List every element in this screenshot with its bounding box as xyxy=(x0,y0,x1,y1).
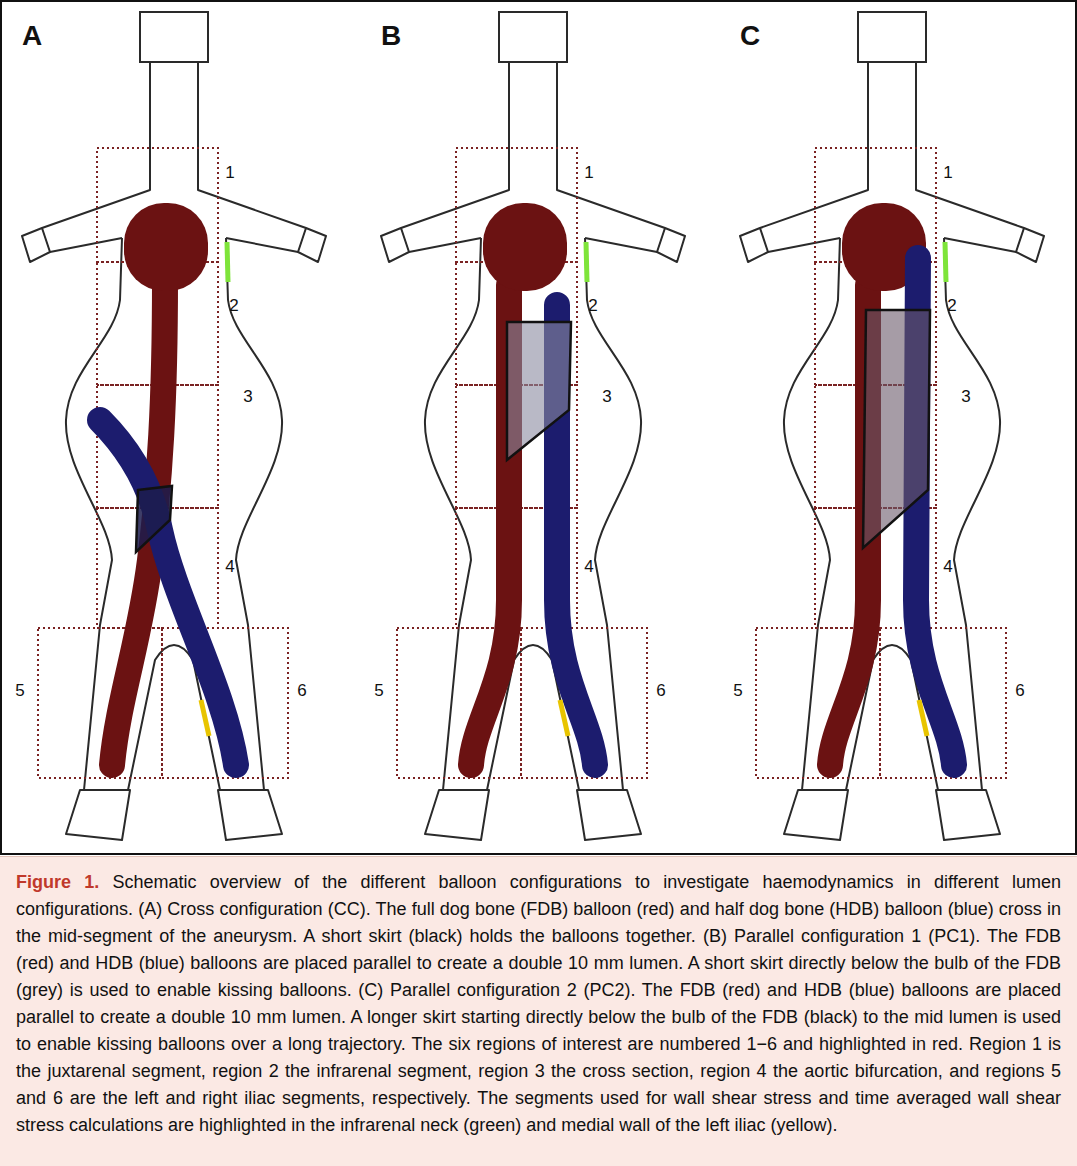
vessel-wall xyxy=(50,238,122,252)
vessel-wall xyxy=(557,62,665,228)
region-number: 2 xyxy=(947,297,956,314)
vessel-wall xyxy=(425,238,481,790)
renal-end-box xyxy=(22,228,50,262)
iliac-end-box xyxy=(218,790,282,840)
iliac-end-box xyxy=(66,790,130,840)
figure-frame xyxy=(1,1,1076,854)
vessel-wall xyxy=(226,238,298,252)
region-number: 3 xyxy=(961,388,970,405)
region-number: 6 xyxy=(1015,682,1024,699)
vessel-wall xyxy=(198,62,306,228)
region-number: 4 xyxy=(584,558,593,575)
caption-text: Figure 1. Schematic overview of the diff… xyxy=(16,869,1061,1139)
spacer xyxy=(99,872,112,892)
renal-end-box xyxy=(1016,228,1044,262)
region-number: 4 xyxy=(225,558,234,575)
vessel-wall xyxy=(585,238,657,252)
panel-illustration xyxy=(22,12,326,840)
vessel-wall xyxy=(42,62,150,228)
iliac-medial-wall-segment xyxy=(201,700,209,736)
skirt xyxy=(136,486,172,552)
iliac-medial-wall-segment xyxy=(560,700,568,736)
infrarenal-neck-segment xyxy=(945,242,946,282)
caption-box: Figure 1. Schematic overview of the diff… xyxy=(0,856,1077,1166)
iliac-end-box xyxy=(425,790,489,840)
region-number: 6 xyxy=(297,682,306,699)
region-number: 1 xyxy=(225,164,234,181)
region-number: 2 xyxy=(229,297,238,314)
caption-body: Schematic overview of the different ball… xyxy=(16,872,1061,1135)
iliac-end-box xyxy=(784,790,848,840)
skirt xyxy=(507,322,571,460)
iliac-medial-wall-segment xyxy=(919,700,927,736)
region-number: 2 xyxy=(588,297,597,314)
region-number: 3 xyxy=(243,388,252,405)
fdb-balloon xyxy=(471,285,509,765)
renal-end-box xyxy=(657,228,685,262)
panel-letter: B xyxy=(381,22,401,50)
region-number: 5 xyxy=(374,682,383,699)
renal-end-box xyxy=(740,228,768,262)
panel-letter: C xyxy=(740,22,760,50)
fdb-bulb xyxy=(483,203,567,291)
panel-illustration xyxy=(740,12,1044,840)
region-number: 3 xyxy=(602,388,611,405)
region-number: 5 xyxy=(733,682,742,699)
region-number: 6 xyxy=(656,682,665,699)
renal-end-box xyxy=(298,228,326,262)
region-number: 1 xyxy=(584,164,593,181)
vessel-wall xyxy=(585,238,641,790)
label-layer: A 1 2 3 4 5 6 B 1 2 3 4 5 6 C 1 2 3 4 5 6 xyxy=(0,0,1077,852)
vessel-wall xyxy=(760,62,868,228)
vessel-wall xyxy=(944,238,1016,252)
renal-end-box xyxy=(381,228,409,262)
region-number: 1 xyxy=(943,164,952,181)
panel-letter: A xyxy=(22,22,42,50)
infrarenal-neck-segment xyxy=(586,242,587,282)
infrarenal-neck-segment xyxy=(227,242,228,282)
region-number: 4 xyxy=(943,558,952,575)
vessel-wall xyxy=(784,238,840,790)
aortic-arch-box xyxy=(140,12,208,62)
aortic-arch-box xyxy=(858,12,926,62)
iliac-end-box xyxy=(577,790,641,840)
skirt xyxy=(863,310,930,548)
figure-label: Figure 1. xyxy=(16,872,99,892)
vessel-wall xyxy=(768,238,840,252)
hdb-balloon xyxy=(100,420,236,765)
vessel-wall xyxy=(916,62,1024,228)
iliac-end-box xyxy=(936,790,1000,840)
vessel-wall xyxy=(409,238,481,252)
panel-illustration xyxy=(381,12,685,840)
vessel-wall xyxy=(401,62,509,228)
fdb-bulb xyxy=(124,203,208,291)
region-number: 5 xyxy=(15,682,24,699)
aortic-arch-box xyxy=(499,12,567,62)
vessel-wall xyxy=(944,238,1000,790)
